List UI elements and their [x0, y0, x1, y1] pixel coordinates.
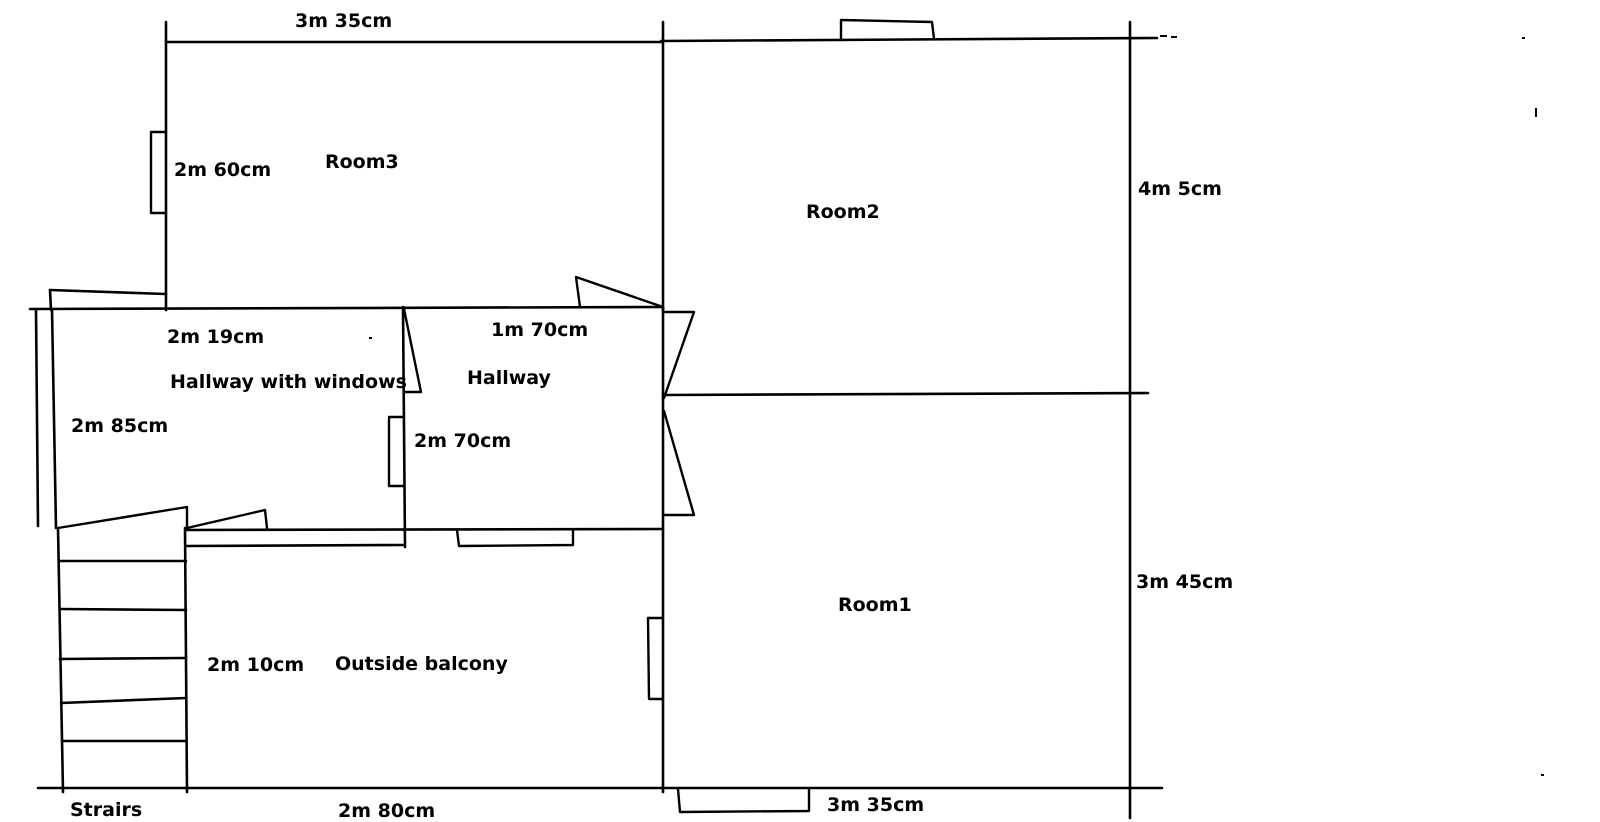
speck — [1535, 108, 1537, 117]
doors — [56, 275, 696, 530]
speck — [369, 337, 372, 339]
door-room3 — [574, 275, 665, 309]
window-hallway-divider — [387, 415, 405, 488]
outside-balcony-label: Outside balcony — [335, 653, 508, 675]
balcony-width-dimension: 2m 80cm — [338, 800, 436, 822]
room1-width-dimension: 3m 35cm — [827, 794, 925, 816]
speck — [1522, 37, 1525, 39]
room3-label: Room3 — [325, 151, 399, 173]
walls — [28, 20, 1164, 820]
stair-tread — [58, 607, 188, 612]
window-room3-left — [149, 130, 168, 215]
stair-tread — [59, 696, 188, 705]
room3-depth-dimension: 2m 60cm — [174, 159, 272, 181]
window-room1-bottom — [676, 787, 811, 814]
room2-depth-dimension: 4m 5cm — [1138, 178, 1222, 200]
wall-hallways-top — [28, 305, 665, 311]
hallway-windows-depth-dimension: 2m 85cm — [71, 415, 169, 437]
speck — [1541, 774, 1544, 776]
room3-width-dimension: 3m 35cm — [295, 10, 393, 32]
wall-hallway-windows-left — [34, 308, 40, 528]
hallway-with-windows-label: Hallway with windows — [170, 371, 407, 393]
room1-depth-dimension: 3m 45cm — [1136, 571, 1234, 593]
stairs-label: Strairs — [70, 799, 143, 821]
room2-label: Room2 — [806, 201, 880, 223]
hallway-width-dimension: 1m 70cm — [491, 319, 589, 341]
scan-specks — [369, 35, 1544, 776]
wall-top-room2 — [659, 36, 1159, 43]
speck — [1160, 35, 1167, 37]
wall-room3-bottom-left — [48, 288, 168, 296]
wall-room2-room1-divider — [661, 391, 1150, 397]
stairs-treads — [57, 559, 188, 743]
hallway-label: Hallway — [467, 367, 551, 389]
stair-tread — [58, 656, 188, 661]
wall-stairs-right — [183, 526, 189, 794]
hallway-depth-dimension: 2m 70cm — [414, 430, 512, 452]
windows — [149, 18, 936, 814]
wall-hallways-divider — [401, 305, 407, 549]
room1-label: Room1 — [838, 594, 912, 616]
window-room2-top — [839, 18, 936, 42]
door-room2 — [661, 310, 696, 400]
wall-balcony-top — [185, 543, 405, 548]
window-balcony-right — [646, 616, 665, 701]
door-hallway-balcony — [185, 508, 269, 530]
wall-hallway-windows-left-outer — [50, 308, 58, 530]
door-hallway-stairs — [56, 505, 189, 530]
window-balcony-top — [455, 528, 575, 548]
door-hallway — [402, 307, 423, 394]
speck — [1171, 36, 1177, 38]
hallway-windows-width-dimension: 2m 19cm — [167, 326, 265, 348]
door-room1 — [662, 409, 696, 517]
balcony-depth-dimension: 2m 10cm — [207, 654, 305, 676]
wall-room3-bottom-left-post — [48, 288, 53, 312]
wall-hallway-windows-bottom — [185, 527, 665, 532]
